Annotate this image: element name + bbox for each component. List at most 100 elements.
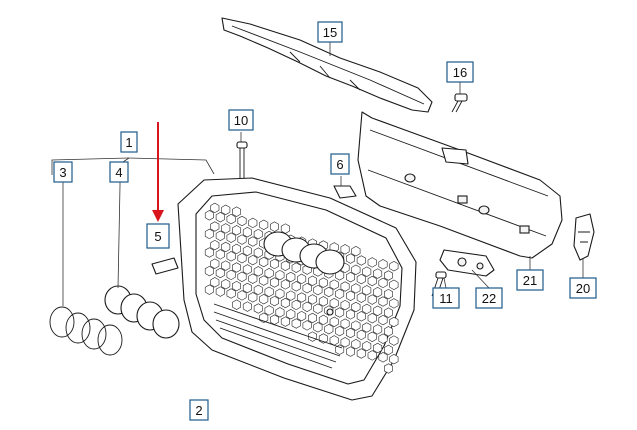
mesh-cell	[340, 318, 350, 329]
mesh-cell	[259, 256, 269, 268]
radiator-grille	[177, 177, 417, 401]
callout-box	[53, 161, 73, 183]
mesh-cell	[253, 303, 263, 314]
mesh-cell	[237, 290, 247, 301]
mesh-cell	[232, 299, 241, 310]
mesh-cell	[313, 322, 323, 333]
mesh-cell	[269, 221, 280, 232]
mesh-cell	[345, 253, 356, 264]
mesh-cell	[307, 275, 318, 286]
callout-number: 15	[323, 25, 337, 40]
mesh-cell	[204, 228, 214, 240]
mesh-cell	[221, 260, 231, 271]
grille-emblem-mount	[263, 231, 345, 275]
callout-20: 20	[569, 277, 597, 299]
mesh-cell	[373, 342, 383, 354]
pad-5	[151, 257, 179, 275]
callout-box	[120, 131, 138, 153]
mesh-cell	[226, 269, 236, 281]
mesh-cell	[383, 326, 393, 337]
mesh-cell	[389, 335, 399, 346]
mesh-cell	[221, 241, 231, 253]
mesh-cell	[237, 253, 247, 264]
mesh-cell	[253, 247, 263, 258]
mesh-cell	[253, 266, 263, 277]
mesh-cell	[232, 206, 241, 217]
mesh-cell	[226, 213, 236, 225]
mesh-cell	[367, 294, 377, 305]
mesh-cell	[335, 288, 345, 300]
mesh-cell	[329, 298, 339, 309]
mesh-cell	[204, 247, 214, 258]
callout-box	[317, 21, 343, 43]
mesh-cell	[286, 290, 296, 301]
mesh-cell	[269, 314, 280, 325]
mesh-cell	[373, 324, 383, 335]
mesh-cell	[351, 246, 361, 257]
mesh-cell	[345, 327, 356, 339]
mesh-cell	[248, 292, 258, 303]
callout-number: 21	[523, 273, 537, 288]
mesh-cell	[383, 344, 393, 356]
mesh-cell	[318, 314, 328, 326]
mesh-cell	[367, 275, 377, 287]
callout-box	[432, 287, 460, 309]
mesh-cell	[313, 303, 323, 314]
mesh-cell	[356, 273, 366, 285]
mesh-cell	[232, 280, 241, 292]
mesh-cell	[373, 287, 383, 298]
mesh-cell	[373, 305, 383, 316]
mesh-cell	[351, 320, 361, 331]
callout-box	[475, 287, 503, 309]
mesh-cell	[318, 296, 328, 307]
mesh-cell	[367, 313, 377, 324]
mesh-cell	[302, 320, 312, 331]
mesh-cell	[378, 352, 388, 363]
mesh-cell	[351, 283, 361, 294]
mesh-cell	[215, 212, 225, 223]
mesh-cell	[275, 269, 285, 281]
mesh-cell	[362, 322, 372, 333]
callout-box	[569, 277, 597, 299]
callout-11: 11	[432, 287, 460, 309]
mesh-cell	[237, 215, 247, 227]
mesh-cell	[204, 210, 214, 221]
mesh-cell	[351, 301, 361, 313]
mesh-cell	[226, 288, 236, 299]
callout-22: 22	[475, 287, 503, 309]
mesh-cell	[356, 329, 366, 341]
mesh-cell	[329, 279, 339, 290]
callout-box	[109, 161, 129, 183]
mesh-cell	[335, 307, 345, 318]
mesh-cell	[226, 251, 236, 262]
mesh-cell	[286, 309, 296, 320]
mesh-cell	[383, 288, 393, 300]
mesh-cell	[232, 225, 241, 236]
bracket-22	[439, 249, 495, 277]
mesh-cell	[367, 257, 377, 268]
highlight-arrow	[152, 122, 164, 222]
mesh-cell	[242, 282, 252, 294]
mesh-cell	[221, 204, 231, 215]
mesh-cell	[340, 299, 350, 311]
mesh-cell	[280, 223, 290, 234]
mesh-cell	[378, 296, 388, 307]
callout-6: 6	[330, 153, 350, 175]
mesh-cell	[210, 221, 220, 232]
mesh-cell	[356, 348, 366, 359]
mesh-cell	[351, 339, 361, 350]
callout-box	[189, 399, 209, 421]
callout-1: 1	[120, 131, 138, 153]
mesh-cell	[373, 268, 383, 279]
mesh-cell	[356, 311, 366, 322]
callout-number: 3	[59, 165, 66, 180]
mesh-cell	[248, 254, 258, 266]
mesh-cell	[313, 284, 323, 296]
mesh-cell	[351, 264, 361, 275]
mesh-cell	[275, 307, 285, 318]
mesh-cell	[269, 277, 280, 288]
mesh-cell	[259, 275, 269, 286]
mesh-cell	[226, 232, 236, 243]
mesh-cell	[291, 318, 301, 329]
